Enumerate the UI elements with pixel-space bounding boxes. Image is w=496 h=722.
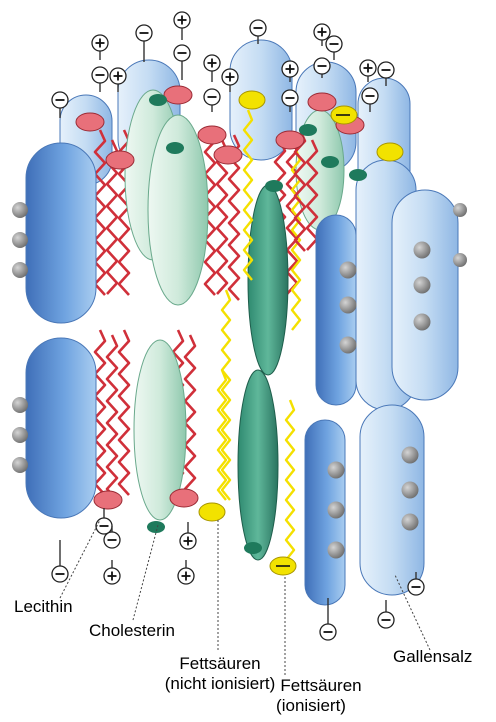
label-lecithin: Lecithin <box>14 597 73 617</box>
sterol-bump <box>328 542 345 559</box>
lecithin-tail <box>119 330 129 495</box>
cholesterol-head <box>349 169 367 181</box>
cholesterol-head <box>244 542 262 554</box>
label-leader-line <box>60 520 100 598</box>
bile-salt-right-low <box>360 405 424 595</box>
sterol-bump <box>12 397 28 413</box>
lecithin-tail <box>107 335 117 500</box>
label-fettsaeuren-ionisiert-1: Fettsäuren <box>256 676 386 696</box>
bile-salt-front <box>26 338 96 518</box>
sterol-bump <box>414 242 431 259</box>
sterol-bump <box>340 337 357 354</box>
sterol-bump <box>12 427 28 443</box>
label-fettsaeuren-ionisiert-2: (ionisiert) <box>256 696 366 716</box>
sterol-bump <box>328 462 345 479</box>
label-cholesterin: Cholesterin <box>89 621 175 641</box>
fatty-acid-head <box>377 143 403 161</box>
fatty-acid-ionized-body <box>248 185 288 375</box>
sterol-bump <box>12 202 28 218</box>
cholesterol-head <box>166 142 184 154</box>
lecithin-head <box>276 131 304 149</box>
label-leader-line <box>133 525 158 620</box>
sterol-bump <box>414 277 431 294</box>
bile-salt-front <box>26 143 96 323</box>
label-fettsaeuren-nicht-ionisiert-1: Fettsäuren <box>150 654 290 674</box>
sterol-bump <box>328 502 345 519</box>
cholesterol-head <box>149 94 167 106</box>
lecithin-head <box>214 146 242 164</box>
lecithin-head <box>308 93 336 111</box>
fatty-acid-chain <box>286 400 294 560</box>
sterol-bump <box>340 297 357 314</box>
sterol-bump <box>12 262 28 278</box>
lecithin-head <box>198 126 226 144</box>
lecithin-head <box>106 151 134 169</box>
sterol-bump <box>414 314 431 331</box>
sterol-bump <box>402 482 419 499</box>
lecithin-tail <box>185 335 195 500</box>
sterol-bump <box>12 232 28 248</box>
sterol-bump <box>453 203 467 217</box>
sterol-bump <box>402 514 419 531</box>
bile-salt-right <box>392 190 458 400</box>
label-gallensalz: Gallensalz <box>393 647 472 667</box>
cholesterol-head <box>265 180 283 192</box>
lecithin-head <box>164 86 192 104</box>
lecithin-head <box>170 489 198 507</box>
sterol-bump <box>453 253 467 267</box>
lecithin-head <box>76 113 104 131</box>
cholesterol-head <box>299 124 317 136</box>
lecithin-head <box>94 491 122 509</box>
fatty-acid-ionized-body <box>238 370 278 560</box>
sterol-bump <box>402 447 419 464</box>
sterol-bump <box>12 457 28 473</box>
sterol-bump <box>340 262 357 279</box>
fatty-acid-head <box>199 503 225 521</box>
cholesterol-head <box>321 156 339 168</box>
cholesterol-head <box>147 521 165 533</box>
fatty-acid-head <box>239 91 265 109</box>
